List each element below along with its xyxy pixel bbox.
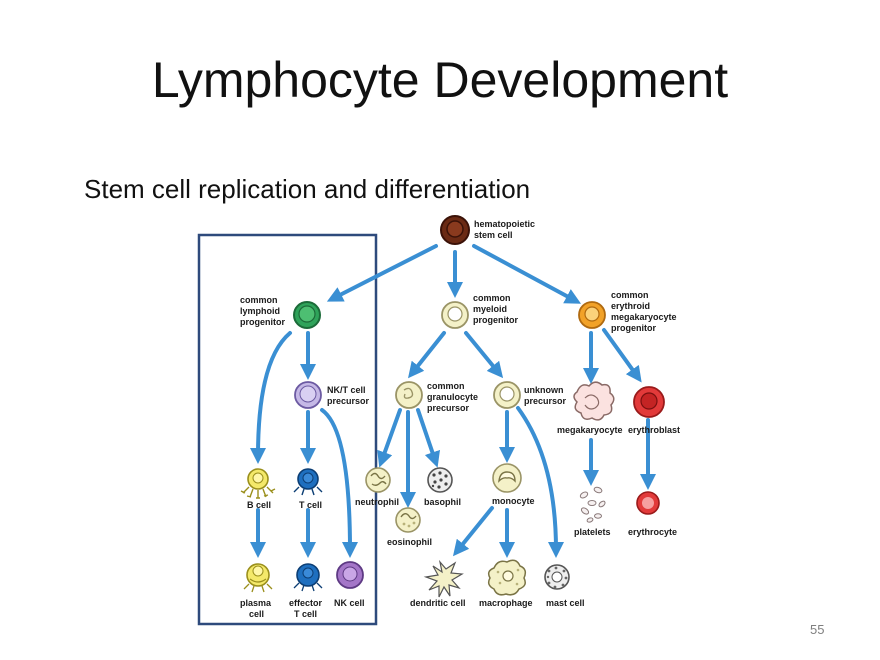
label-cmp-line: common <box>473 293 511 303</box>
label-clp: common lymphoid progenitor <box>240 295 285 327</box>
arrow-cmp-to-cgp <box>408 331 446 379</box>
label-unk-line: unknown <box>524 385 564 395</box>
arrow-clp-to-bcell <box>250 331 292 464</box>
label-mast-cell: mast cell <box>546 598 585 608</box>
label-cemp-line: megakaryocyte <box>611 312 677 322</box>
label-basophil: basophil <box>424 497 461 507</box>
arrow-nkt-to-nkcell <box>320 408 358 558</box>
t-cell <box>293 468 323 496</box>
label-cemp-line: common <box>611 290 649 300</box>
common-granulocyte-precursor <box>395 381 423 409</box>
label-effector-t-cell: effector T cell <box>289 598 325 619</box>
label-cmp-line: progenitor <box>473 315 518 325</box>
nk-cell <box>336 561 364 589</box>
label-cemp-line: erythroid <box>611 301 650 311</box>
label-hsc-line: stem cell <box>474 230 513 240</box>
slide-title: Lymphocyte Development <box>151 52 729 108</box>
basophil <box>427 467 453 493</box>
arrow-cgp-to-basophil <box>416 408 440 468</box>
arrow-cmp-to-unk <box>464 331 504 379</box>
dendritic-cell <box>423 559 464 598</box>
label-unk: unknown precursor <box>524 385 567 406</box>
label-erythrocyte: erythrocyte <box>628 527 677 537</box>
label-erythroblast: erythroblast <box>628 425 680 435</box>
slide-subtitle: Stem cell replication and differentiatio… <box>84 174 531 204</box>
arrow-hsc-to-cemp <box>472 244 582 304</box>
eosinophil <box>395 507 421 533</box>
label-unk-line: precursor <box>524 396 567 406</box>
erythroblast <box>633 386 665 418</box>
label-dendritic-cell: dendritic cell <box>410 598 466 608</box>
label-clp-line: lymphoid <box>240 306 280 316</box>
lymphoid-lineage-highlight-box <box>197 233 378 626</box>
platelets <box>579 486 606 523</box>
page-number: 55 <box>810 622 825 637</box>
label-clp-line: progenitor <box>240 317 285 327</box>
label-plasma-line: cell <box>249 609 264 619</box>
megakaryocyte <box>573 381 615 421</box>
label-cmp: common myeloid progenitor <box>473 293 518 325</box>
label-nkt-line: precursor <box>327 396 370 406</box>
label-cmp-line: myeloid <box>473 304 507 314</box>
label-cemp-line: progenitor <box>611 323 656 333</box>
label-cgp-line: precursor <box>427 403 470 413</box>
label-cgp-line: granulocyte <box>427 392 478 402</box>
label-cgp-line: common <box>427 381 465 391</box>
label-monocyte: monocyte <box>492 496 535 506</box>
label-cemp: common erythroid megakaryocyte progenito… <box>611 290 679 333</box>
hematopoietic-stem-cell <box>440 215 470 245</box>
arrow-unk-to-mast <box>516 406 564 558</box>
mast-cell <box>544 564 570 590</box>
label-plasma-line: plasma <box>240 598 272 608</box>
label-clp-line: common <box>240 295 278 305</box>
nk-t-cell-precursor <box>294 381 322 409</box>
label-macrophage: macrophage <box>479 598 533 608</box>
plasma-cell <box>243 563 273 593</box>
arrow-cemp-to-erythroblast <box>602 328 642 383</box>
label-platelets: platelets <box>574 527 611 537</box>
arrow-cgp-to-neutrophil <box>377 408 402 468</box>
monocyte <box>492 463 522 493</box>
label-nkt-line: NK/T cell <box>327 385 366 395</box>
label-effector-line: effector <box>289 598 323 608</box>
common-myeloid-progenitor <box>441 301 469 329</box>
label-plasma-cell: plasma cell <box>240 598 274 619</box>
label-cgp: common granulocyte precursor <box>427 381 481 413</box>
label-nk-cell: NK cell <box>334 598 365 608</box>
label-neutrophil: neutrophil <box>355 497 399 507</box>
neutrophil <box>365 467 391 493</box>
macrophage <box>487 559 527 596</box>
label-t-cell: T cell <box>299 500 322 510</box>
label-nkt: NK/T cell precursor <box>327 385 370 406</box>
label-b-cell: B cell <box>247 500 271 510</box>
label-effector-line: T cell <box>294 609 317 619</box>
common-erythroid-megakaryocyte-progenitor <box>578 301 606 329</box>
arrow-monocyte-to-dendritic <box>452 506 494 557</box>
label-megakaryocyte: megakaryocyte <box>557 425 623 435</box>
label-eosinophil: eosinophil <box>387 537 432 547</box>
arrow-hsc-to-clp <box>326 244 438 302</box>
erythrocyte <box>636 491 660 515</box>
b-cell <box>240 468 276 499</box>
common-lymphoid-progenitor <box>293 301 321 329</box>
effector-t-cell <box>293 563 323 592</box>
label-hsc: hematopoietic stem cell <box>474 219 538 240</box>
unknown-precursor <box>493 381 521 409</box>
label-hsc-line: hematopoietic <box>474 219 535 229</box>
